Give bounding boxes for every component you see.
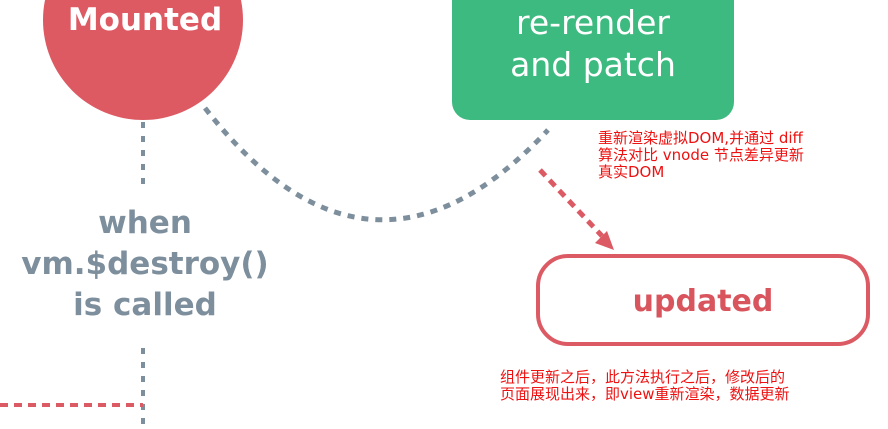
rerender-annotation-line1: 重新渲染虚拟DOM,并通过 diff <box>598 129 803 147</box>
arrow-head-icon <box>595 231 614 250</box>
rerender-annotation: 重新渲染虚拟DOM,并通过 diff 算法对比 vnode 节点差异更新 真实D… <box>598 130 804 181</box>
rerender-label-line2: and patch <box>510 45 676 84</box>
rerender-to-updated-connector <box>538 168 604 238</box>
rerender-label-line1: re-render <box>516 3 670 42</box>
transition-line2: vm.$destroy() <box>21 246 269 282</box>
transition-line3: is called <box>73 287 217 323</box>
updated-annotation-line1: 组件更新之后，此方法执行之后，修改后的 <box>500 368 786 386</box>
rerender-label: re-render and patch <box>452 2 734 86</box>
rerender-node <box>452 0 734 120</box>
updated-annotation-line2: 页面展现出来，即view重新渲染，数据更新 <box>500 385 790 403</box>
rerender-annotation-line3: 真实DOM <box>598 163 665 181</box>
updated-node <box>536 254 870 346</box>
updated-annotation: 组件更新之后，此方法执行之后，修改后的 页面展现出来，即view重新渲染，数据更… <box>500 369 790 403</box>
mounted-node <box>43 0 243 120</box>
rerender-annotation-line2: 算法对比 vnode 节点差异更新 <box>598 146 804 164</box>
transition-line1: when <box>98 205 192 241</box>
updated-label: updated <box>632 284 774 319</box>
mounted-label: Mounted <box>67 2 223 38</box>
